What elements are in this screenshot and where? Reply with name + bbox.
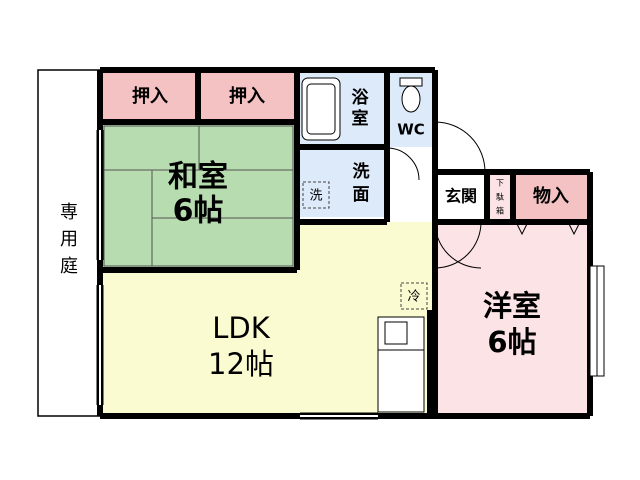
storage-label: 物入 [533,185,569,207]
youshitsu-area [435,222,590,416]
closet-left-label: 押入 [132,85,168,107]
washitsu-size: 6帖 [173,194,224,229]
washitsu-name: 和室 [168,160,228,195]
shoebox-area [487,172,513,222]
shoebox-label-1: 下 [496,179,504,188]
fridge-label: 冷 [407,290,420,305]
ldk-size: 12帖 [208,347,274,381]
garden-label-2: 用 [60,229,78,250]
bath-label-2: 室 [352,108,369,129]
youshitsu-size: 6帖 [487,325,536,359]
storage-door-markers [515,221,581,236]
closet-right-area [198,72,297,122]
washroom-label-1: 洗 [353,161,370,182]
fridge-icon [400,282,428,310]
washroom-area [297,147,387,217]
kitchen-counter [377,316,425,413]
closet-right-label: 押入 [229,85,265,107]
entrance-area [435,172,487,222]
bathtub-icon [301,77,341,141]
youshitsu-name: 洋室 [483,289,541,323]
shoebox-label-3: 箱 [496,206,504,216]
bath-label-1: 浴 [352,87,370,108]
garden-area [37,69,101,417]
ldk-name: LDK [212,311,270,345]
tatami-lines [103,125,294,267]
shoebox-label-2: 駄 [496,192,504,202]
windows [96,130,605,420]
garden-label-3: 庭 [60,256,78,277]
wc-label: WC [397,121,425,139]
door-swings [386,121,486,269]
closet-left-area [100,72,198,122]
washroom-label-2: 面 [353,185,370,205]
entrance-label: 玄関 [445,187,477,206]
washer-label: 洗 [309,189,322,204]
toilet-icon [399,77,423,113]
garden-label-1: 専 [60,202,78,223]
washer-icon [302,181,330,209]
storage-area [513,172,590,222]
